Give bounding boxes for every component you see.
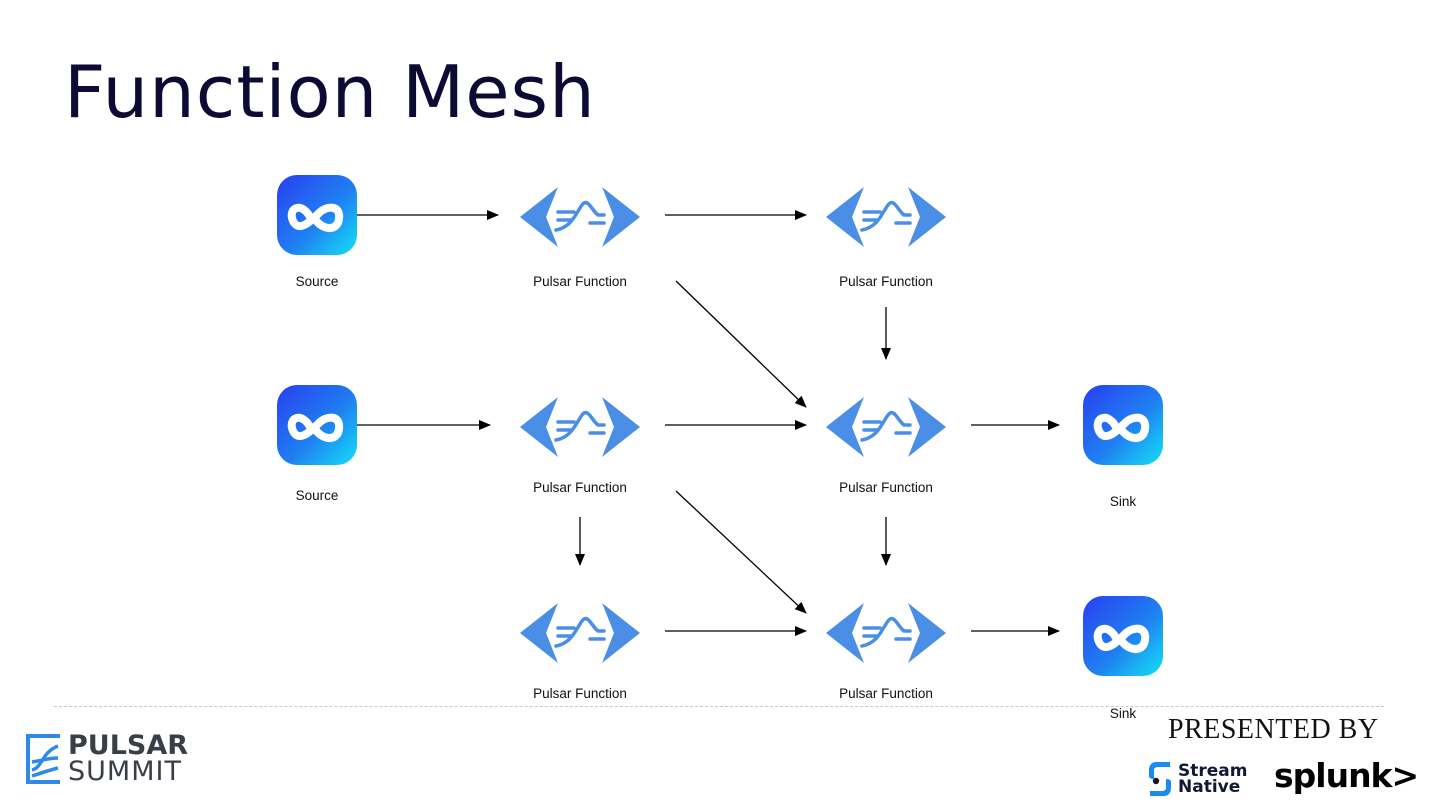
pulsar-summit-logo: PULSAR SUMMIT <box>24 732 188 786</box>
pulsar-summit-icon <box>26 734 60 784</box>
streamnative-line2: Native <box>1178 777 1241 797</box>
node-label: Pulsar Function <box>839 686 933 701</box>
pulsar-summit-line1: PULSAR <box>68 730 189 762</box>
node-label: Sink <box>1110 706 1137 721</box>
pulsar-summit-line2: SUMMIT <box>68 756 182 787</box>
pulsar-function-icon <box>826 187 946 247</box>
streamnative-logo: Stream Native <box>1148 760 1247 798</box>
node-label: Pulsar Function <box>533 686 627 701</box>
node-label: Sink <box>1110 494 1137 509</box>
node-fn-a3: Pulsar Function <box>520 603 640 701</box>
splunk-logo: splunk> <box>1274 756 1419 795</box>
node-label: Pulsar Function <box>839 480 933 495</box>
pulsar-function-icon <box>520 603 640 663</box>
slide-title: Function Mesh <box>64 50 596 134</box>
node-fn-b1: Pulsar Function <box>826 187 946 289</box>
streamnative-line1: Stream <box>1178 760 1248 781</box>
pulsar-function-icon <box>826 397 946 457</box>
pulsar-function-icon <box>826 603 946 663</box>
edge-fn-a2-to-fn-b3 <box>675 490 807 614</box>
pulsar-function-icon <box>520 187 640 247</box>
presented-by-label: PRESENTED BY <box>1168 714 1379 745</box>
node-label: Source <box>296 488 339 503</box>
edge-fn-a1-to-fn-b2 <box>675 280 807 408</box>
node-source-1: Source <box>277 175 357 289</box>
node-fn-a1: Pulsar Function <box>520 187 640 289</box>
edges-layer <box>357 210 1060 636</box>
node-fn-a2: Pulsar Function <box>520 397 640 495</box>
pulsar-connector-icon <box>1083 596 1163 676</box>
node-fn-b2: Pulsar Function <box>826 397 946 495</box>
node-label: Pulsar Function <box>533 274 627 289</box>
footer-divider <box>54 706 1384 707</box>
node-fn-b3: Pulsar Function <box>826 603 946 701</box>
node-sink-2: Sink <box>1083 596 1163 721</box>
streamnative-icon <box>1149 762 1171 796</box>
node-label: Pulsar Function <box>533 480 627 495</box>
node-label: Source <box>296 274 339 289</box>
pulsar-connector-icon <box>1083 385 1163 465</box>
node-label: Pulsar Function <box>839 274 933 289</box>
pulsar-function-icon <box>520 397 640 457</box>
pulsar-connector-icon <box>277 385 357 465</box>
node-source-2: Source <box>277 385 357 503</box>
node-sink-1: Sink <box>1083 385 1163 509</box>
pulsar-connector-icon <box>277 175 357 255</box>
